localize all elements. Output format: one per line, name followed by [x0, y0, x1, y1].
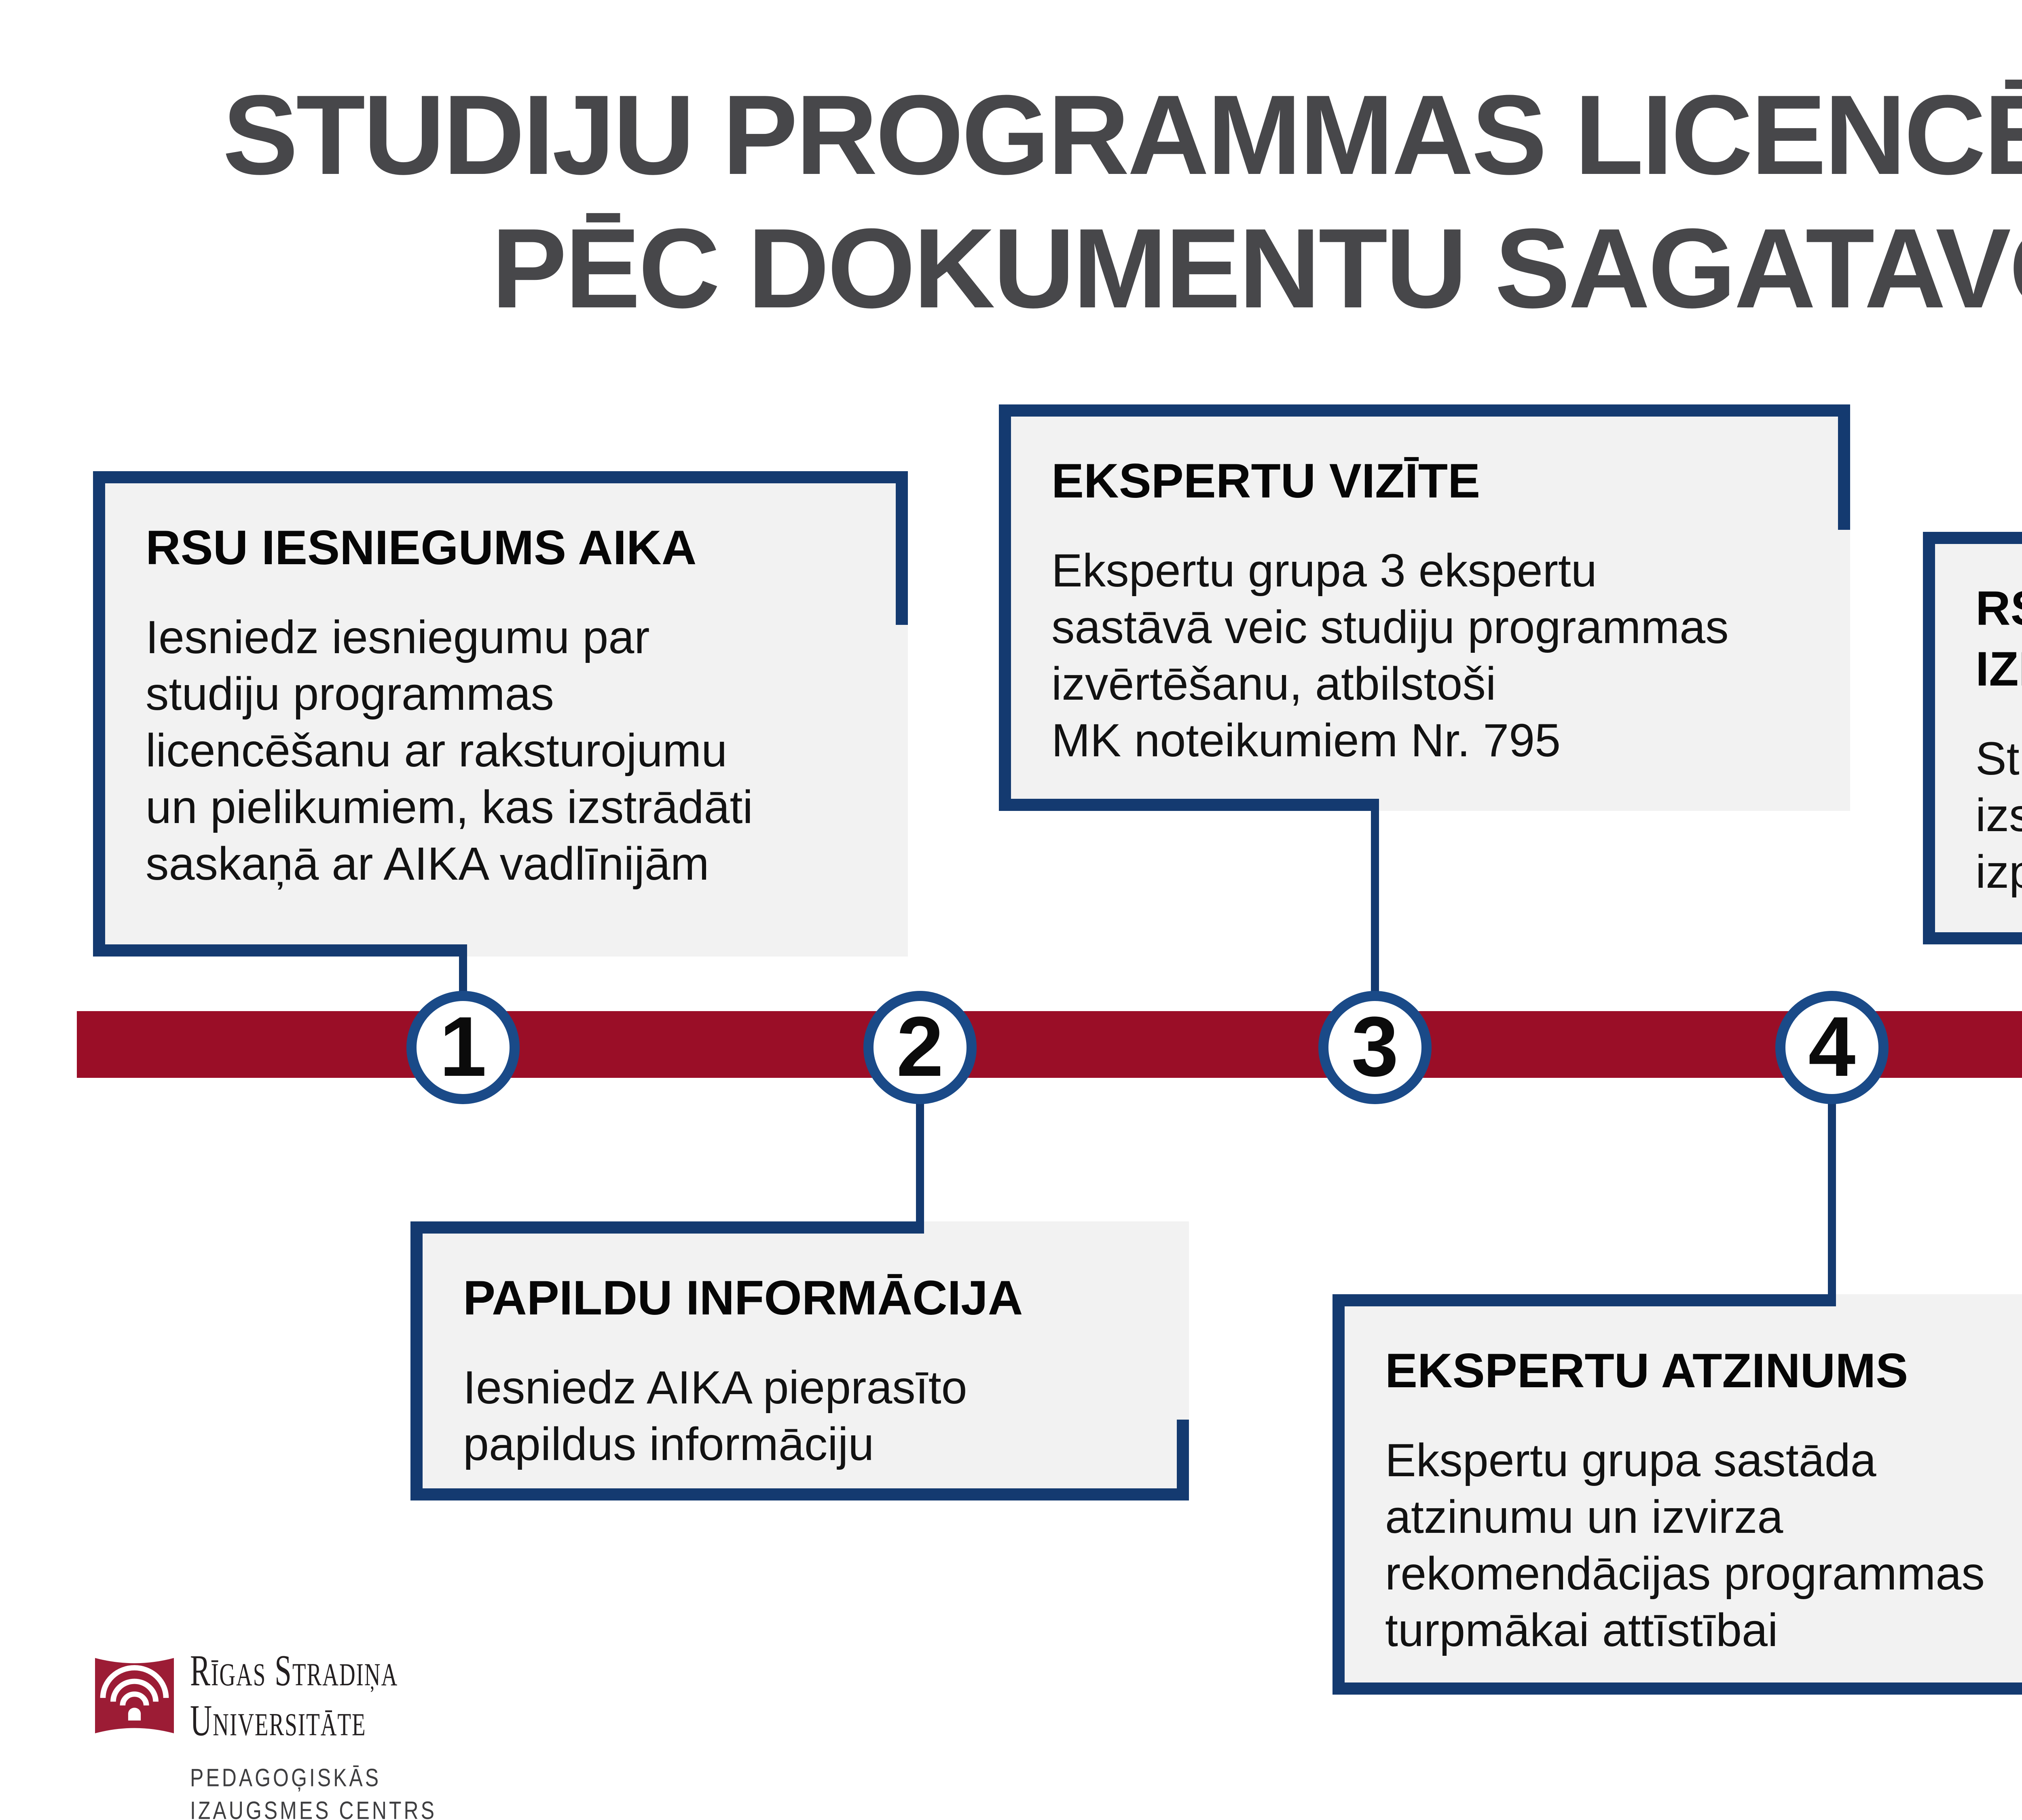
rsu-logo-line1: Rīgas Stradiņa: [190, 1650, 398, 1697]
box-border: [93, 471, 105, 957]
rsu-logo-wordmark: Rīgas Stradiņa Universitāte: [190, 1650, 635, 1750]
step-box-body: Iesniedz AIKA pieprasīto papildus inform…: [463, 1361, 967, 1470]
box-border: [410, 1488, 1189, 1500]
step-number: 4: [1808, 999, 1856, 1094]
page-title-line1: STUDIJU PROGRAMMAS LICENCĒŠANAS PROCESS: [222, 71, 2022, 198]
connector-step-4: [1828, 1102, 1836, 1296]
step-box-body: Studiju programmas veidotāji izstrādā ek…: [1975, 732, 2022, 898]
timeline-bar: [77, 1011, 2022, 1078]
step-box-1: RSU IESNIEGUMS AIKA Iesniedz iesniegumu …: [93, 471, 908, 957]
box-border: [1923, 532, 1935, 944]
step-box-body: Ekspertu grupa 3 ekspertu sastāvā veic s…: [1051, 544, 1729, 766]
step-circle-2: 2: [863, 991, 977, 1104]
connector-step-3: [1371, 809, 1379, 997]
step-box-title: RSU REKOMENDĀCIJU IZPILDES PLĀNS: [1975, 582, 2022, 698]
rsu-logo-dept-line2: IZAUGSMES CENTRS: [190, 1799, 437, 1820]
step-number: 1: [439, 999, 487, 1094]
connector-step-2: [916, 1102, 924, 1223]
step-box-4: EKSPERTU ATZINUMS Ekspertu grupa sastāda…: [1332, 1294, 2022, 1695]
rsu-logo-department: PEDAGOĢISKĀS IZAUGSMES CENTRS: [190, 1763, 635, 1820]
box-border: [999, 799, 1379, 811]
rsu-logo-line2: Universitāte: [190, 1700, 366, 1747]
step-box-title: RSU IESNIEGUMS AIKA: [146, 522, 697, 576]
box-border: [1923, 932, 2022, 944]
box-border: [1923, 532, 2022, 544]
step-box-title: EKSPERTU ATZINUMS: [1385, 1345, 1908, 1399]
step-box-title: EKSPERTU VIZĪTE: [1051, 455, 1481, 510]
step-box-3: EKSPERTU VIZĪTE Ekspertu grupa 3 ekspert…: [999, 404, 1850, 811]
step-box-body: Ekspertu grupa sastāda atzinumu un izvir…: [1385, 1434, 1985, 1656]
step-circle-1: 1: [406, 991, 520, 1104]
step-circle-3: 3: [1318, 991, 1432, 1104]
step-box-2: PAPILDU INFORMĀCIJA Iesniedz AIKA piepra…: [410, 1221, 1189, 1500]
box-border: [896, 471, 908, 625]
box-border: [93, 944, 467, 957]
box-border: [1332, 1294, 1345, 1695]
box-border: [1838, 404, 1850, 530]
rsu-logo-dept-line1: PEDAGOĢISKĀS: [190, 1766, 381, 1794]
box-border: [93, 471, 908, 483]
box-border: [1332, 1294, 1836, 1306]
box-border: [999, 404, 1011, 811]
step-number: 3: [1351, 999, 1399, 1094]
step-box-body: Iesniedz iesniegumu par studiju programm…: [146, 611, 753, 890]
step-number: 2: [896, 999, 944, 1094]
box-border: [410, 1221, 924, 1234]
page-title: STUDIJU PROGRAMMAS LICENCĒŠANAS PROCESS …: [0, 69, 2022, 336]
step-box-5: RSU REKOMENDĀCIJU IZPILDES PLĀNS Studiju…: [1923, 532, 2022, 944]
box-border: [1177, 1420, 1189, 1500]
box-border: [999, 404, 1850, 417]
page-title-line2: PĒC DOKUMENTU SAGATAVOŠANAS RSU: [491, 204, 2022, 332]
box-border: [410, 1221, 423, 1500]
step-circle-4: 4: [1775, 991, 1889, 1104]
rsu-logo-icon: [95, 1658, 174, 1733]
connector-step-1: [459, 954, 467, 999]
step-box-title: PAPILDU INFORMĀCIJA: [463, 1272, 1023, 1327]
box-border: [1332, 1682, 2022, 1695]
